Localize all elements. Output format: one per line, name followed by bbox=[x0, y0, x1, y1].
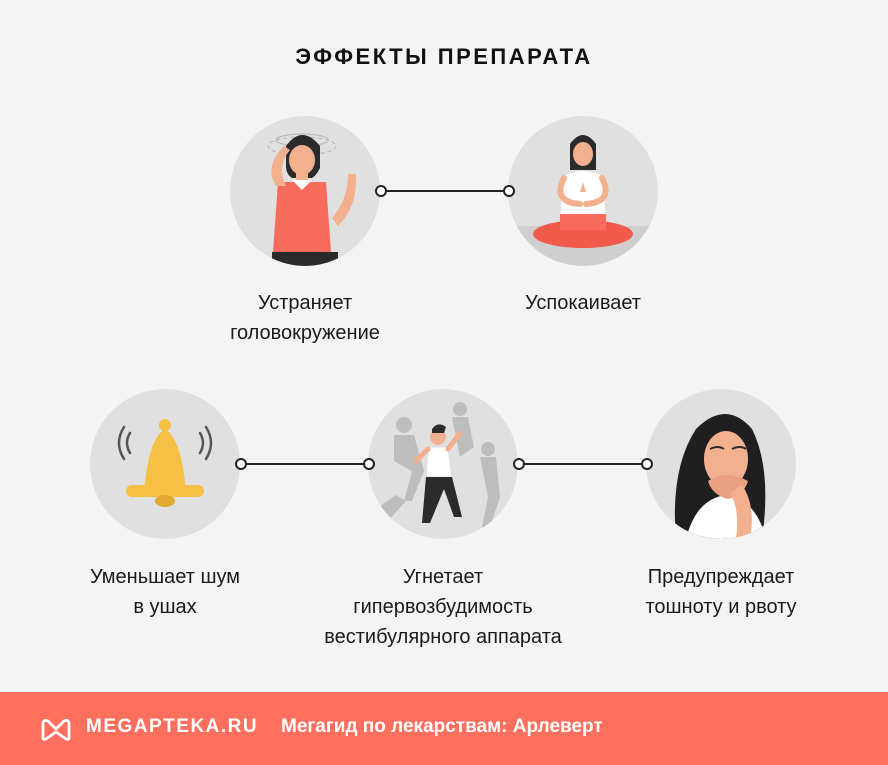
megapteka-logo-icon bbox=[41, 719, 71, 741]
nauseous-woman-icon bbox=[674, 414, 766, 539]
meditating-woman-icon bbox=[508, 135, 658, 266]
staggering-man-illustration bbox=[368, 389, 518, 539]
connector-node bbox=[375, 185, 387, 197]
bell-illustration bbox=[90, 389, 240, 539]
connector-line bbox=[240, 463, 368, 465]
connector-line bbox=[518, 463, 646, 465]
brand-name[interactable]: MEGAPTEKA.RU bbox=[86, 716, 259, 737]
connector-node bbox=[513, 458, 525, 470]
effect-label-dizziness: Устраняет головокружение bbox=[230, 292, 380, 344]
connector-node bbox=[503, 185, 515, 197]
dizzy-woman-illustration bbox=[230, 116, 380, 266]
bell-icon bbox=[117, 419, 213, 507]
effect-label-vestibular: Угнетает гипервозбудимость вестибулярног… bbox=[324, 566, 562, 648]
staggering-man-icon bbox=[376, 402, 500, 527]
effect-label-calms: Успокаивает bbox=[525, 292, 641, 314]
page-title: ЭФФЕКТЫ ПРЕПАРАТА bbox=[295, 44, 593, 69]
footer-banner: MEGAPTEKA.RU Мегагид по лекарствам: Арле… bbox=[0, 692, 888, 765]
meditating-woman-illustration bbox=[508, 116, 658, 266]
footer-tagline: Мегагид по лекарствам: Арлеверт bbox=[281, 716, 603, 737]
connector-node bbox=[363, 458, 375, 470]
connector-line bbox=[380, 190, 508, 192]
connector-node bbox=[641, 458, 653, 470]
connector-node bbox=[235, 458, 247, 470]
effect-label-nausea: Предупреждает тошноту и рвоту bbox=[645, 566, 797, 618]
dizzy-woman-icon bbox=[267, 133, 357, 266]
effect-label-tinnitus: Уменьшает шум в ушах bbox=[89, 566, 241, 618]
nauseous-woman-illustration bbox=[646, 389, 796, 539]
